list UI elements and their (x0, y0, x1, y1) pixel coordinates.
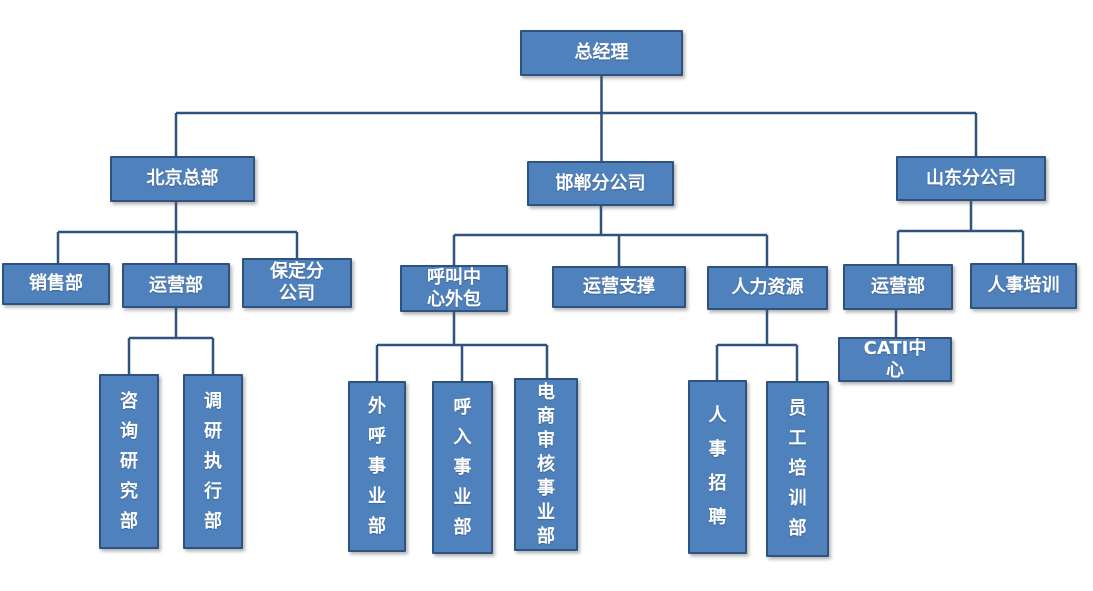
node-label: 呼入事业部 (453, 396, 472, 538)
node-beijing-headquarters: 北京总部 (110, 156, 255, 202)
connector-beijing-children (56, 202, 299, 263)
node-handan-branch: 邯郸分公司 (527, 161, 674, 206)
node-shandong-branch: 山东分公司 (896, 156, 1046, 201)
node-outbound-call-business-dept: 外呼事业部 (348, 381, 406, 552)
node-label: 员工培训部 (788, 398, 807, 539)
node-label: 外呼事业部 (368, 395, 386, 537)
connector-human-resources-children (715, 310, 799, 381)
node-label: 人事招聘 (708, 405, 727, 528)
connector-call-center-children (375, 312, 549, 381)
node-label: 调研执行部 (204, 390, 222, 532)
node-inbound-call-business-dept: 呼入事业部 (432, 381, 493, 554)
connector-operations-beijing-children (127, 308, 215, 374)
node-baoding-branch: 保定分 公司 (242, 258, 352, 308)
node-human-resources: 人力资源 (707, 266, 828, 310)
connector-handan-children (452, 206, 769, 266)
node-survey-execution-dept: 调研执行部 (183, 374, 243, 549)
node-call-center-outsourcing: 呼叫中 心外包 (400, 265, 508, 312)
node-operations-dept-shandong: 运营部 (843, 264, 953, 310)
node-general-manager: 总经理 (520, 30, 683, 76)
node-ecommerce-audit-business-dept: 电商审核事业部 (514, 378, 578, 551)
node-employee-training-dept: 员工培训部 (766, 381, 829, 557)
node-hr-training: 人事培训 (970, 263, 1077, 309)
node-label: 电商审核事业部 (537, 381, 555, 547)
node-label: 咨询研究部 (120, 390, 138, 532)
node-operations-support: 运营支撑 (552, 266, 686, 308)
connector-shandong-children (896, 201, 1025, 264)
node-operations-dept-beijing: 运营部 (122, 263, 230, 308)
node-consulting-research-dept: 咨询研究部 (99, 374, 159, 549)
node-cati-center: CATI中 心 (838, 337, 952, 382)
connector-root-to-level2 (174, 76, 978, 161)
node-sales-dept: 销售部 (2, 263, 110, 305)
node-hr-recruitment: 人事招聘 (688, 380, 747, 554)
